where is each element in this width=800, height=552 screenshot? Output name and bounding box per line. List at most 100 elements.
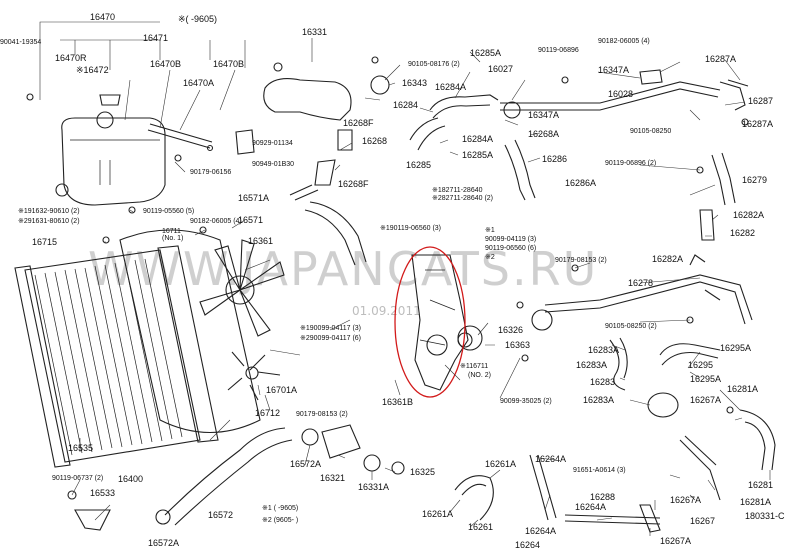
part-number-label: 16281A [740, 497, 771, 507]
part-number-label: 90041-19354 [0, 39, 41, 46]
part-number-label: 16284 [393, 100, 418, 110]
part-number-label: 16283 [590, 377, 615, 387]
part-number-label: 16572 [208, 510, 233, 520]
part-number-label: 90119-06896 [538, 47, 579, 54]
part-number-label: 90119-06896 (2) [605, 160, 656, 167]
part-number-label: 16715 [32, 237, 57, 247]
part-number-label: 16295A [690, 374, 721, 384]
part-number-label: 16028 [608, 89, 633, 99]
part-number-label: 16284A [435, 82, 466, 92]
part-number-label: 16321 [320, 473, 345, 483]
part-number-label: 16711 [162, 228, 181, 235]
part-number-label: 16571 [238, 215, 263, 225]
part-number-label: 16282 [730, 228, 755, 238]
part-number-label: 16282A [733, 210, 764, 220]
part-number-label: (NO. 2) [468, 372, 491, 379]
part-number-label: 16331 [302, 27, 327, 37]
part-number-label: 90105-08176 (2) [408, 61, 460, 68]
part-number-label: 16264A [525, 526, 556, 536]
part-number-label: 180331-C [745, 511, 785, 521]
part-number-label: 16286A [565, 178, 596, 188]
part-number-label: 16267A [690, 395, 721, 405]
part-number-label: 16282A [652, 254, 683, 264]
watermark-date: 01.09.2011 [352, 304, 421, 318]
part-number-label: 16283A [588, 345, 619, 355]
part-number-label: 16283A [576, 360, 607, 370]
reservoir-tank [55, 111, 166, 206]
part-number-label: 16701A [266, 385, 297, 395]
part-number-label: 16285 [406, 160, 431, 170]
part-number-label: 90179-08153 (2) [296, 411, 348, 418]
part-number-label: 16571A [238, 193, 269, 203]
part-number-label: 90929-01134 [252, 140, 293, 147]
part-number-label: 90099-04119 (3) [485, 236, 536, 243]
part-number-label: 90182-06005 (4) [190, 218, 242, 225]
part-number-label: 16712 [255, 408, 280, 418]
part-number-label: 16347A [528, 110, 559, 120]
part-number-label: 16326 [498, 325, 523, 335]
part-number-label: 16572A [290, 459, 321, 469]
part-number-label: 16470 [90, 12, 115, 22]
part-number-label: 16285A [462, 150, 493, 160]
part-number-label: 16295 [688, 360, 713, 370]
part-number-label: 16267 [690, 516, 715, 526]
part-number-label: 16281A [727, 384, 758, 394]
part-number-label: ※190099-04117 (3) [300, 325, 361, 332]
part-number-label: 16264A [575, 502, 606, 512]
part-number-label: ※2 (9605- ) [262, 517, 298, 524]
part-number-label: ※1 ( -9605) [262, 505, 298, 512]
part-number-label: 16268A [528, 129, 559, 139]
part-number-label: 90119-05560 (5) [143, 208, 194, 215]
part-number-label: 16261A [422, 509, 453, 519]
part-number-label: 16268F [343, 118, 374, 128]
part-number-label: 16027 [488, 64, 513, 74]
part-number-label: 16533 [90, 488, 115, 498]
part-number-label: ※290099-04117 (6) [300, 335, 361, 342]
part-number-label: 16572A [148, 538, 179, 548]
part-number-label: 16470A [183, 78, 214, 88]
part-number-label: 16264A [535, 454, 566, 464]
part-number-label: 16361 [248, 236, 273, 246]
part-number-label: 16287A [742, 119, 773, 129]
part-number-label: 16535 [68, 443, 93, 453]
part-number-label: 90179-08153 (2) [555, 257, 607, 264]
part-number-label: ※190119-06560 (3) [380, 225, 441, 232]
part-number-label: 90119-06560 (6) [485, 245, 536, 252]
leader-lines [39, 21, 771, 536]
part-number-label: 16347A [598, 65, 629, 75]
part-number-label: 16264 [515, 540, 540, 550]
watermark-text: WWW.JAPANCATS.RU [88, 242, 598, 296]
part-number-label: ※1 [485, 227, 495, 234]
part-number-label: 16261 [468, 522, 493, 532]
cooling-fan [119, 229, 285, 433]
part-number-label: 16470R [55, 53, 87, 63]
part-number-label: 90105-08250 (2) [605, 323, 657, 330]
part-number-label: 16363 [505, 340, 530, 350]
part-number-label: 16470B [213, 59, 244, 69]
part-number-label: 16281 [748, 480, 773, 490]
part-number-label: 16268 [362, 136, 387, 146]
part-number-label: 16287A [705, 54, 736, 64]
part-number-label: (No. 1) [162, 235, 183, 242]
part-number-label: ※191632-90610 (2) [18, 208, 80, 215]
part-number-label: 16279 [742, 175, 767, 185]
part-number-label: 16261A [485, 459, 516, 469]
part-number-label: 16278 [628, 278, 653, 288]
part-number-label: 16267A [660, 536, 691, 546]
part-number-label: 16284A [462, 134, 493, 144]
part-number-label: 16285A [470, 48, 501, 58]
part-number-label: ※291631-80610 (2) [18, 218, 80, 225]
part-number-label: 16295A [720, 343, 751, 353]
part-number-label: 16361B [382, 397, 413, 407]
part-number-label: 16343 [402, 78, 427, 88]
part-number-label: 16286 [542, 154, 567, 164]
part-number-label: 16268F [338, 179, 369, 189]
part-number-label: ※( -9605) [178, 14, 217, 24]
part-number-label: 90949-01B30 [252, 161, 294, 168]
part-number-label: 16471 [143, 33, 168, 43]
part-number-label: 16331A [358, 482, 389, 492]
part-number-label: ※2 [485, 254, 495, 261]
part-number-label: 90119-06737 (2) [52, 475, 103, 482]
